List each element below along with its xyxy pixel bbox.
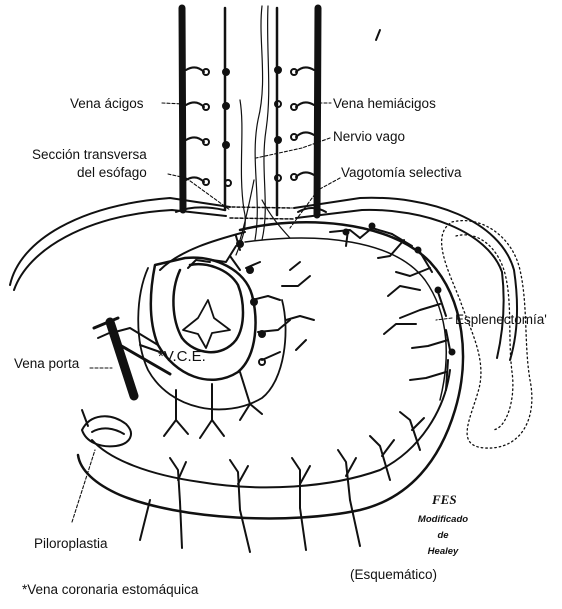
label-esquematico: (Esquemático) <box>350 567 437 582</box>
label-vena-acigos: Vena ácigos <box>70 96 144 111</box>
credit-line2: de <box>413 530 473 541</box>
stray-mark <box>376 30 380 40</box>
signature-mark: FES <box>432 492 457 508</box>
label-vena-hemiacigos: Vena hemiácigos <box>333 96 436 111</box>
label-nervio-vago: Nervio vago <box>333 129 405 144</box>
azygos-vein <box>182 8 231 210</box>
label-piloroplastia: Piloroplastia <box>34 536 108 551</box>
stomach <box>78 222 463 518</box>
label-vena-porta: Vena porta <box>14 356 79 371</box>
vagus-nerve <box>236 6 290 255</box>
star-shape <box>183 300 230 348</box>
label-vagotomia: Vagotomía selectiva <box>341 165 462 180</box>
credit-line3: Healey <box>413 546 473 557</box>
label-footnote: *Vena coronaria estomáquica <box>22 582 198 597</box>
gastric-vessels <box>140 224 455 553</box>
label-esplenectomia: Esplenectomía' <box>455 312 547 327</box>
spleen-outline <box>442 221 532 448</box>
label-seccion-line1: Sección transversa <box>32 147 147 162</box>
pyloroplasty <box>82 410 131 446</box>
credit-line1: Modificado <box>413 514 473 525</box>
hemiazygos-vein <box>275 8 318 215</box>
label-vce: *V.C.E. <box>158 348 206 365</box>
label-seccion-line2: del esófago <box>77 165 147 180</box>
